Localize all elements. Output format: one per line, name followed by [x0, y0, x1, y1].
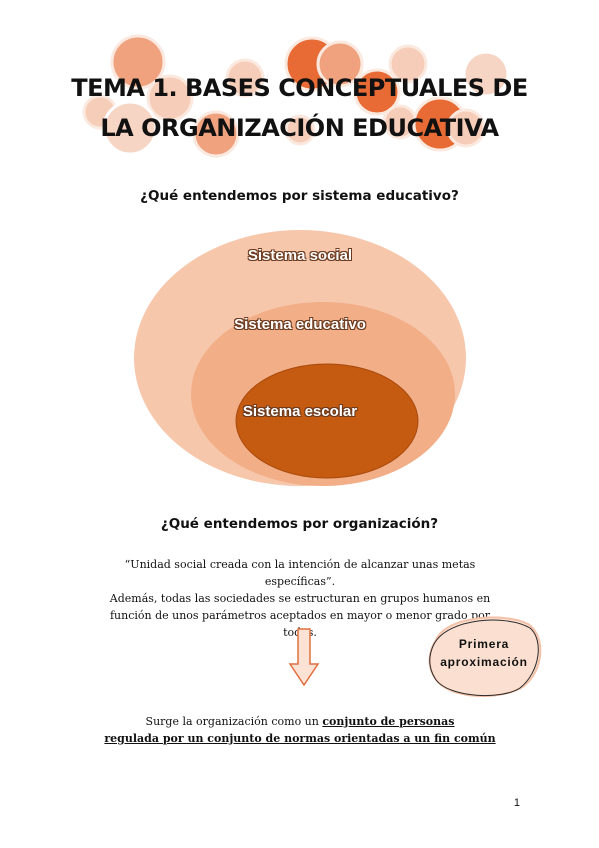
- badge-text: Primera aproximación: [424, 635, 544, 671]
- label-sistema-escolar: Sistema escolar: [242, 403, 358, 420]
- label-sistema-educativo: Sistema educativo: [234, 316, 366, 333]
- question-sistema-educativo: ¿Qué entendemos por sistema educativo?: [140, 188, 459, 204]
- conclusion-prefix: Surge la organización como un: [145, 715, 323, 728]
- question-organizacion: ¿Qué entendemos por organización?: [160, 516, 439, 532]
- paragraph-line-2: Además, todas las sociedades se estructu…: [109, 592, 491, 605]
- definition-paragraph: “Unidad social creada con la intención d…: [100, 556, 500, 641]
- title-line-2: LA ORGANIZACIÓN EDUCATIVA: [100, 114, 499, 142]
- decorative-circles: [82, 34, 510, 158]
- nested-systems-diagram: [134, 230, 466, 486]
- title-line-1: TEMA 1. BASES CONCEPTUALES DE: [71, 74, 528, 102]
- conclusion-text: Surge la organización como un conjunto d…: [80, 713, 520, 747]
- paragraph-line-1: “Unidad social creada con la intención d…: [124, 558, 476, 588]
- inner-ellipse-sistema-escolar: [236, 364, 418, 478]
- conclusion-emphasis-2: regulada por un conjunto de normas orien…: [104, 732, 496, 745]
- badge-line-1: Primera: [458, 637, 510, 651]
- page-number: 1: [513, 797, 520, 809]
- primera-aproximacion-badge: [428, 616, 542, 697]
- badge-line-2: aproximación: [440, 655, 528, 669]
- conclusion-emphasis-1: conjunto de personas: [322, 715, 455, 728]
- header-decoration: [82, 34, 510, 158]
- label-sistema-social: Sistema social: [247, 247, 353, 264]
- down-arrow-icon: [289, 628, 319, 686]
